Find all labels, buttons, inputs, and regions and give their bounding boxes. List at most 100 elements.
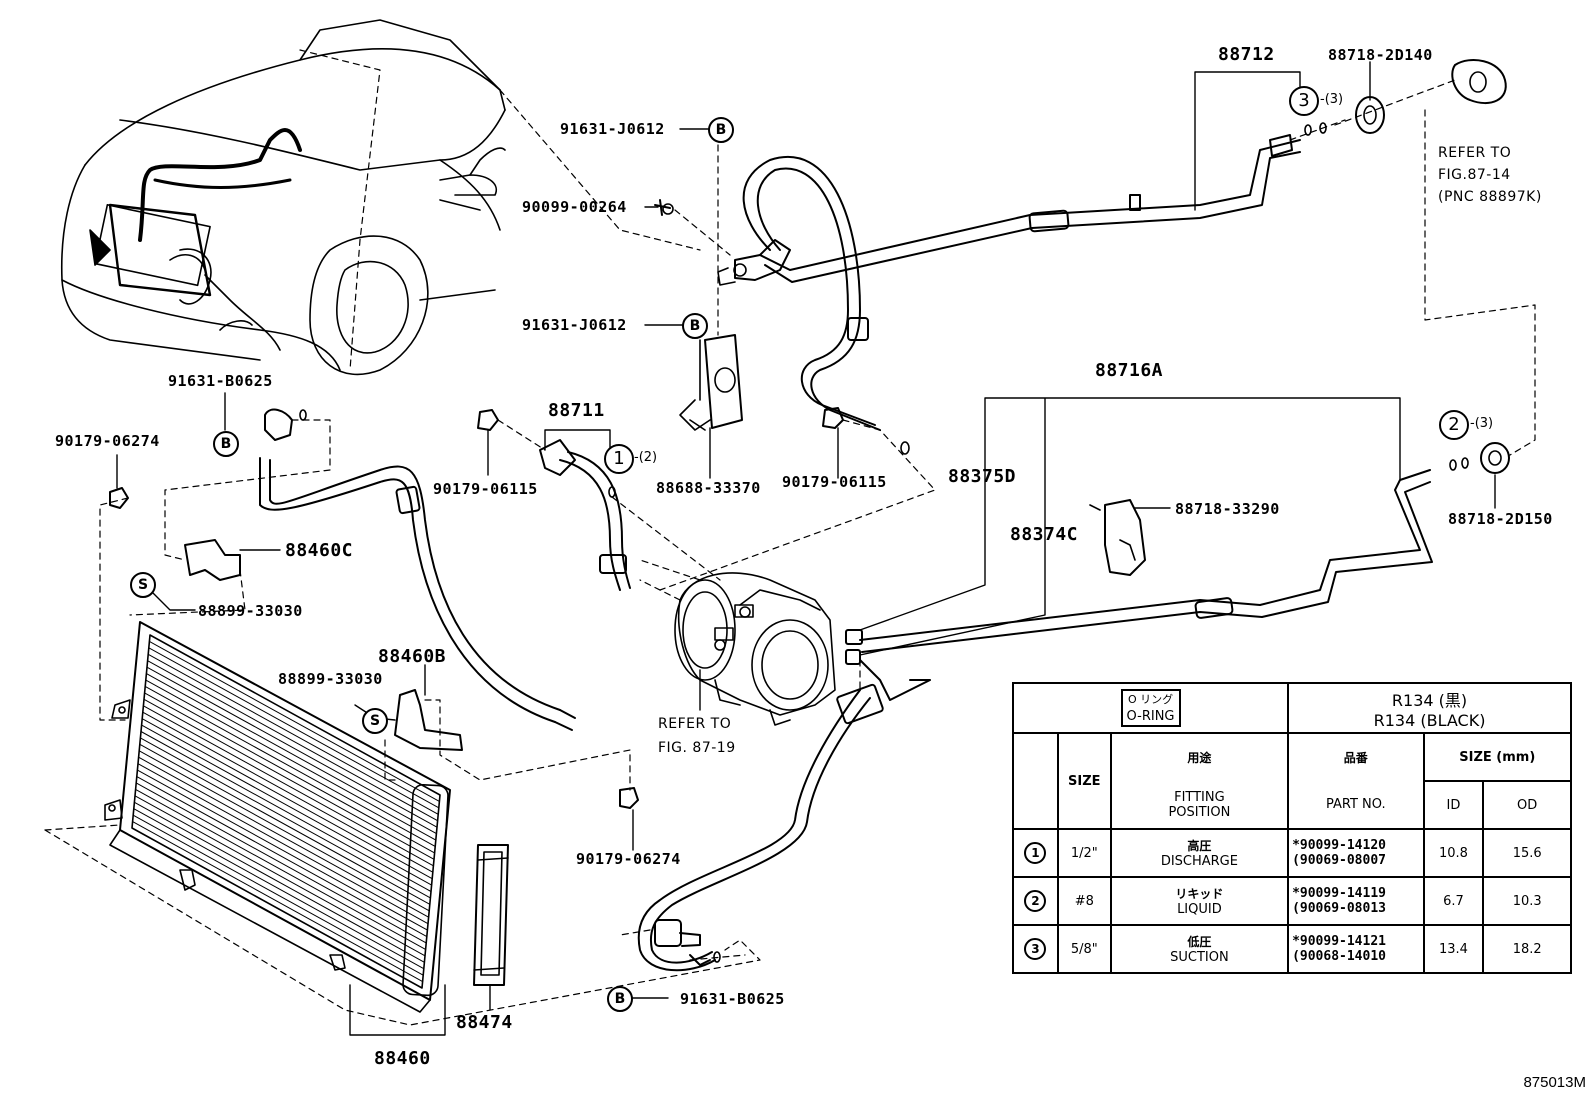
row-size: #8 — [1056, 876, 1112, 926]
marker-b: B — [682, 313, 708, 339]
part-label-90179-06115-right: 90179-06115 — [782, 473, 887, 491]
part-label-91631-b0625-top: 91631-B0625 — [168, 372, 273, 390]
part-label-88474: 88474 — [456, 1012, 513, 1033]
row-part-primary: *90099-14119 — [1292, 886, 1386, 901]
qty-note-2: -(3) — [1470, 416, 1494, 431]
compressor-drawing — [639, 559, 836, 726]
drawing-reference-number: 875013M — [1523, 1074, 1586, 1091]
row-part-primary: *90099-14120 — [1292, 838, 1386, 853]
part-label-88718-2d150: 88718-2D150 — [1448, 510, 1553, 528]
oring-spec-table: O リング O-RING R134 (黒) R134 (BLACK) SIZE … — [1011, 682, 1573, 974]
row-fitting-en: SUCTION — [1170, 950, 1229, 965]
r134-header-cell: R134 (黒) R134 (BLACK) — [1287, 682, 1572, 734]
row-marker: 1 — [1024, 842, 1047, 864]
header-size-mm: SIZE (mm) — [1422, 732, 1573, 782]
row-part-primary: *90099-14121 — [1292, 934, 1386, 949]
r134-title-en: R134 (BLACK) — [1373, 710, 1486, 730]
oring-title-jp: O リング — [1127, 693, 1174, 706]
part-label-88460: 88460 — [374, 1048, 431, 1069]
refer-label-87-14: REFER TO — [1438, 145, 1512, 161]
row-id: 6.7 — [1422, 876, 1485, 926]
part-label-88711: 88711 — [548, 400, 605, 421]
oring-header-cell: O リング O-RING — [1011, 682, 1290, 734]
row-marker: 2 — [1024, 890, 1047, 912]
part-label-88718-2d140: 88718-2D140 — [1328, 46, 1433, 64]
vehicle-outline-drawing — [60, 19, 701, 376]
row-part: *90099-14121(90068-14010 — [1287, 924, 1425, 974]
part-label-90179-06274-bottom: 90179-06274 — [576, 850, 681, 868]
marker-1: 1 — [604, 444, 634, 474]
row-fitting-jp: 高圧 — [1187, 839, 1212, 853]
part-label-91631-j0612-top: 91631-J0612 — [560, 120, 665, 138]
dashed-reference-lines — [44, 79, 1536, 1026]
refrigerant-lines-drawing — [259, 134, 1433, 972]
header-blank — [1012, 732, 1059, 830]
r134-title-jp: R134 (黒) — [1391, 690, 1468, 710]
row-size: 5/8" — [1056, 924, 1112, 974]
row-od: 15.6 — [1482, 828, 1572, 878]
part-label-88899-33030-top: 88899-33030 — [198, 602, 303, 620]
condenser-drawing — [104, 621, 451, 1013]
row-part: *90099-14120(90069-08007 — [1287, 828, 1425, 878]
oring-title-box: O リング O-RING — [1120, 689, 1181, 727]
row-size: 1/2" — [1056, 828, 1112, 878]
part-label-88375d: 88375D — [948, 466, 1017, 487]
row-part-alt: (90068-14010 — [1292, 949, 1386, 964]
refer-fig-87-14: FIG.87-14 — [1438, 167, 1511, 183]
marker-b: B — [607, 986, 633, 1012]
marker-s: S — [130, 572, 156, 598]
refer-fig-87-19: FIG. 87-19 — [658, 740, 736, 756]
part-label-88718-33290: 88718-33290 — [1175, 500, 1280, 518]
part-label-88899-33030-mid: 88899-33030 — [278, 670, 383, 688]
part-label-88374c: 88374C — [1010, 524, 1079, 545]
header-fitting-en-2: POSITION — [1168, 804, 1231, 820]
header-fitting-en: FITTING POSITION — [1109, 781, 1290, 830]
part-label-88460c: 88460C — [285, 540, 354, 561]
row-fitting-jp: 低圧 — [1187, 935, 1212, 949]
part-label-88688-33370: 88688-33370 — [656, 479, 761, 497]
refer-label-87-19: REFER TO — [658, 716, 732, 732]
row-od: 18.2 — [1482, 924, 1572, 974]
part-label-88712: 88712 — [1218, 44, 1275, 65]
brackets-and-fasteners-drawing — [109, 59, 1510, 963]
header-fitting-en-1: FITTING — [1174, 789, 1225, 805]
header-part-jp: 品番 — [1287, 732, 1425, 781]
row-marker: 3 — [1024, 938, 1047, 960]
part-label-90179-06115-left: 90179-06115 — [433, 480, 538, 498]
part-label-90099-00264: 90099-00264 — [522, 198, 627, 216]
header-id: ID — [1422, 780, 1485, 830]
row-od: 10.3 — [1482, 876, 1572, 926]
qty-note-3: -(3) — [1320, 92, 1344, 107]
row-id: 13.4 — [1422, 924, 1485, 974]
row-id: 10.8 — [1422, 828, 1485, 878]
header-od: OD — [1482, 780, 1572, 830]
leader-lines — [116, 61, 1496, 1036]
marker-b: B — [708, 117, 734, 143]
row-fitting-en: LIQUID — [1177, 902, 1222, 917]
marker-b: B — [213, 431, 239, 457]
row-part-alt: (90069-08007 — [1292, 853, 1386, 868]
marker-s: S — [362, 708, 388, 734]
header-size: SIZE — [1056, 732, 1112, 830]
part-label-91631-b0625-bottom: 91631-B0625 — [680, 990, 785, 1008]
part-label-88716a: 88716A — [1095, 360, 1164, 381]
header-part-en: PART NO. — [1287, 781, 1425, 830]
part-label-88460b: 88460B — [378, 646, 447, 667]
receiver-drawing — [473, 844, 509, 986]
row-fitting-en: DISCHARGE — [1160, 854, 1238, 869]
qty-note-1: -(2) — [634, 450, 658, 465]
refer-pnc-88897k: (PNC 88897K) — [1438, 189, 1542, 205]
header-fitting-jp: 用途 — [1109, 732, 1290, 781]
part-label-91631-j0612-mid: 91631-J0612 — [522, 316, 627, 334]
oring-title-en: O-RING — [1126, 709, 1175, 724]
row-part: *90099-14119(90069-08013 — [1287, 876, 1425, 926]
row-part-alt: (90069-08013 — [1292, 901, 1386, 916]
marker-3: 3 — [1289, 86, 1319, 116]
